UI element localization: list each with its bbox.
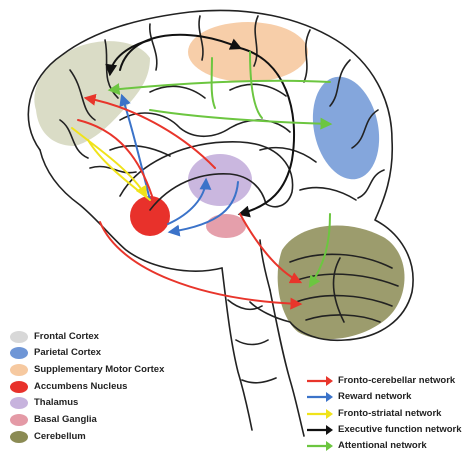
accumbens-nucleus-region [130, 196, 170, 236]
regions-legend: Frontal Cortex Parietal Cortex Supplemen… [10, 330, 210, 450]
legend-label: Fronto-cerebellar network [338, 375, 456, 386]
red-arrow-icon [307, 376, 333, 386]
attentional-network-arrow-2 [249, 51, 263, 119]
attentional-network-arrow-5 [210, 57, 216, 109]
reward-network-arrow-thal [167, 177, 212, 225]
legend-label: Cerebellum [34, 431, 86, 442]
executive-network-arrow-top [119, 33, 243, 71]
region-highlights [34, 22, 405, 340]
legend-label: Thalamus [34, 397, 79, 408]
legend-label: Reward network [338, 391, 412, 402]
legend-label: Frontal Cortex [34, 331, 99, 342]
legend-label: Supplementary Motor Cortex [34, 364, 165, 375]
fronto-cerebellar-arrow-top [83, 93, 216, 169]
thalamus-swatch [10, 397, 28, 409]
supplementary-motor-cortex-region [188, 22, 308, 82]
executive-network-arrow-down [237, 47, 296, 218]
legend-label: Accumbens Nucleus [34, 381, 128, 392]
cerebellum-region [277, 225, 405, 340]
fronto-cerebellar-arrow-mid [77, 119, 153, 197]
yellow-arrow-icon [307, 409, 333, 419]
blue-arrow-icon [307, 392, 333, 402]
networks-legend: Fronto-cerebellar network Reward network… [306, 374, 472, 466]
basal-ganglia-region [206, 214, 246, 238]
legend-label: Fronto-striatal network [338, 408, 442, 419]
fronto-cerebellar-arrow-down [99, 221, 303, 310]
attentional-network-arrow-3 [149, 109, 333, 130]
cerebellum-swatch [10, 431, 28, 443]
fronto-striatal-arrow-down [71, 127, 148, 199]
legend-label: Parietal Cortex [34, 347, 102, 358]
green-arrow-icon [307, 441, 333, 451]
legend-label: Executive function network [338, 424, 462, 435]
thalamus-region [188, 154, 252, 206]
legend-label: Attentional network [338, 440, 427, 451]
fronto-striatal-arrow-up [87, 139, 151, 201]
legend-label: Basal Ganglia [34, 414, 97, 425]
parietal-cortex-swatch [10, 347, 28, 359]
fronto-cerebellar-arrow-cb [239, 213, 303, 284]
attentional-network-arrow-1 [107, 79, 331, 96]
accumbens-nucleus-swatch [10, 381, 28, 393]
brain-outline [27, 9, 414, 437]
parietal-cortex-region [312, 76, 380, 180]
executive-network-arrow-front [105, 39, 151, 77]
reward-network-arrow-bg [167, 181, 239, 237]
attentional-network-arrow-4 [308, 213, 331, 288]
frontal-cortex-swatch [10, 331, 28, 343]
black-arrow-icon [307, 425, 333, 435]
basal-ganglia-swatch [10, 414, 28, 426]
supplementary-motor-cortex-swatch [10, 364, 28, 376]
network-arrows [71, 33, 333, 310]
